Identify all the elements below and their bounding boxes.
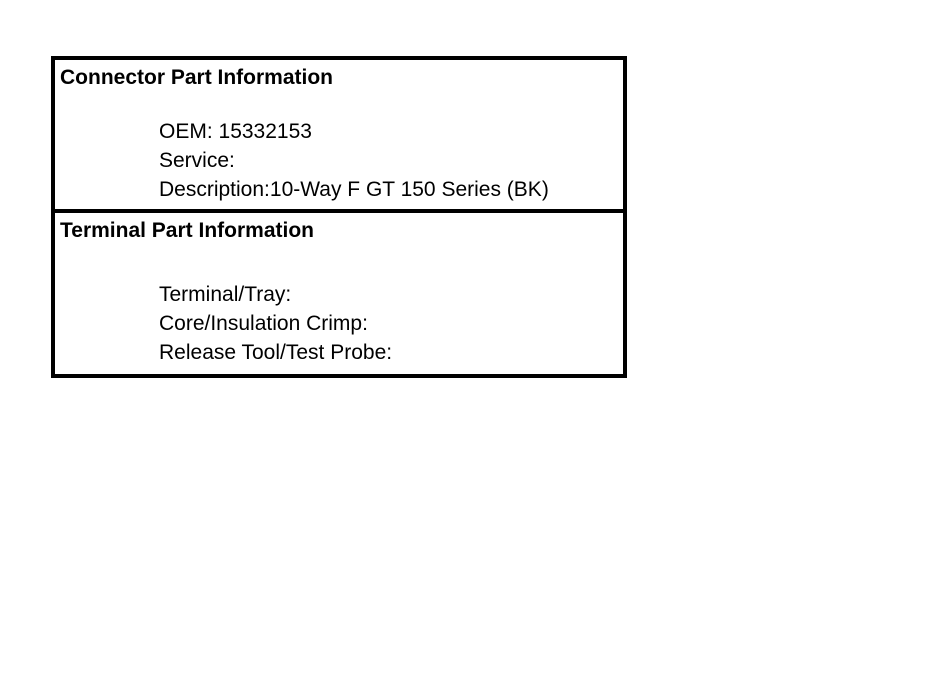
field-value-description: 10-Way F GT 150 Series (BK)	[269, 178, 549, 201]
field-row-terminal-tray: Terminal/Tray:	[159, 280, 623, 309]
field-row-core-insulation-crimp: Core/Insulation Crimp:	[159, 309, 623, 338]
field-value-oem: 15332153	[218, 120, 312, 143]
field-label-oem: OEM:	[159, 120, 213, 143]
field-label-service: Service:	[159, 149, 235, 172]
connector-section-heading: Connector Part Information	[60, 66, 334, 89]
field-row-oem: OEM: 15332153	[159, 117, 623, 146]
terminal-field-list: Terminal/Tray: Core/Insulation Crimp: Re…	[55, 243, 623, 374]
terminal-part-information-section: Terminal Part Information Terminal/Tray:…	[55, 213, 623, 374]
field-label-core-insulation-crimp: Core/Insulation Crimp:	[159, 312, 368, 335]
field-label-release-tool-test-probe: Release Tool/Test Probe:	[159, 341, 393, 364]
connector-field-list: OEM: 15332153 Service: Description:10-Wa…	[55, 90, 623, 209]
field-label-terminal-tray: Terminal/Tray:	[159, 283, 292, 306]
terminal-section-heading: Terminal Part Information	[60, 219, 314, 242]
field-row-release-tool-test-probe: Release Tool/Test Probe:	[159, 338, 623, 367]
connector-part-information-section: Connector Part Information OEM: 15332153…	[55, 60, 623, 213]
field-row-service: Service:	[159, 146, 623, 175]
field-label-description: Description:	[159, 178, 270, 201]
field-row-description: Description:10-Way F GT 150 Series (BK)	[159, 175, 623, 204]
part-information-table: Connector Part Information OEM: 15332153…	[51, 56, 627, 378]
